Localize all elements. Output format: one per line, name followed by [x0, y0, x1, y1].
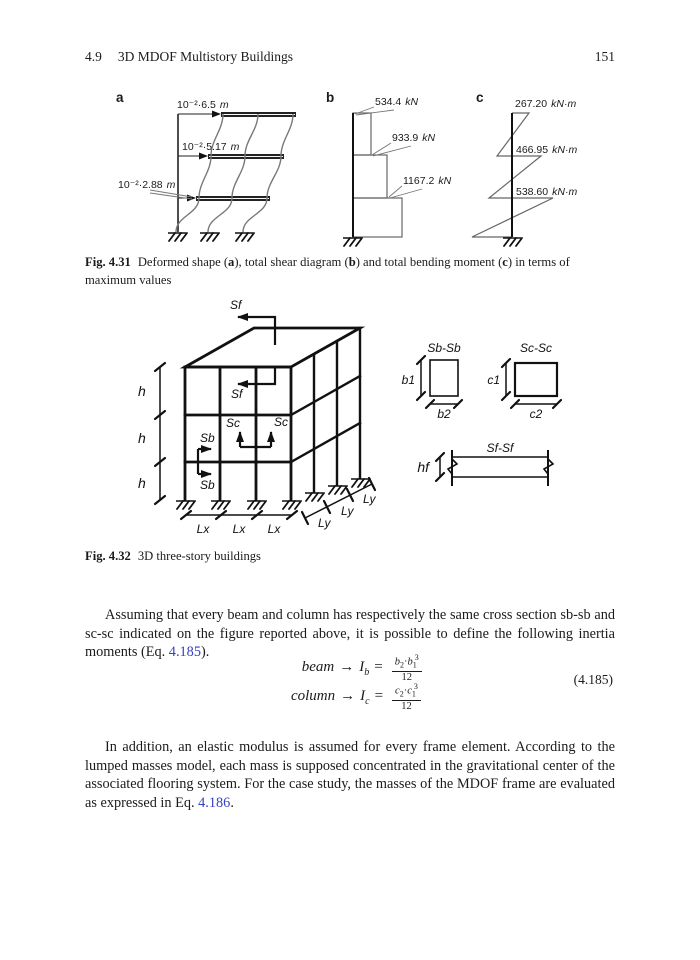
- section-number: 4.9: [85, 49, 102, 64]
- panel-b-letter: b: [326, 90, 334, 105]
- fig-4-32-caption-label: Fig. 4.32: [85, 549, 131, 563]
- lx-label-3: Lx: [268, 522, 282, 536]
- building-frame: [175, 326, 371, 510]
- b1-label: b1: [402, 373, 415, 387]
- ly-label-3: Ly: [363, 492, 376, 506]
- floor-section-sf: Sf-Sf hf: [417, 441, 555, 486]
- building-front-face: [183, 365, 293, 502]
- deformed-columns: [175, 113, 294, 233]
- eq-4-186-link[interactable]: 4.186: [198, 794, 231, 811]
- sb-section-title: Sb-Sb: [427, 341, 461, 355]
- eq-4-185-link[interactable]: 4.185: [168, 644, 201, 661]
- ly-label-1: Ly: [318, 516, 331, 530]
- paragraph-inertia-moments: Assuming that every beam and column has …: [85, 607, 615, 661]
- panel-a-letter: a: [116, 90, 124, 105]
- column-section-sc: Sc-Sc c1 c2: [487, 341, 563, 421]
- arrow-symbol: →: [340, 688, 356, 704]
- building-side-face: [289, 326, 362, 494]
- equation-number: (4.185): [573, 672, 613, 687]
- section-title: 3D MDOF Multistory Buildings: [117, 49, 294, 64]
- fig-4-32-diagram: Sf Sf Sc Sc Sb Sb h h h: [138, 298, 563, 536]
- sb-top-label: Sb: [200, 431, 215, 445]
- lx-dimension: Lx Lx Lx: [179, 509, 299, 536]
- lx-label-1: Lx: [197, 522, 211, 536]
- sf-inner-label: Sf: [231, 387, 244, 401]
- sc-section-title: Sc-Sc: [520, 341, 552, 355]
- c1-label: c1: [487, 373, 500, 387]
- building-roof: [179, 326, 366, 369]
- sf-top-label: Sf: [230, 298, 243, 312]
- page-header: 4.9 3D MDOF Multistory Buildings 151: [85, 49, 615, 65]
- height-dimension: h h h: [138, 361, 167, 506]
- hf-label: hf: [417, 459, 431, 475]
- page-number: 151: [594, 49, 615, 64]
- lx-label-2: Lx: [233, 522, 247, 536]
- force-arrows: Sf Sf Sc Sc Sb Sb: [196, 298, 288, 492]
- panel-c-letter: c: [476, 90, 484, 105]
- sb-bottom-label: Sb: [200, 478, 215, 492]
- ly-label-2: Ly: [341, 504, 354, 518]
- h-label-3: h: [138, 475, 146, 491]
- sc-left-label: Sc: [226, 416, 240, 430]
- arrow-symbol: →: [339, 659, 355, 675]
- b2-label: b2: [437, 407, 451, 421]
- beam-section-sb: Sb-Sb b1 b2: [402, 341, 464, 421]
- sf-section-title: Sf-Sf: [487, 441, 515, 455]
- c2-label: c2: [530, 407, 543, 421]
- paragraph-lumped-masses: In addition, an elastic modulus is assum…: [85, 739, 615, 811]
- fig-4-31-caption-label: Fig. 4.31: [85, 255, 131, 269]
- sc-right-label: Sc: [274, 415, 288, 429]
- ly-dimension: Ly Ly Ly: [300, 476, 376, 530]
- h-label-1: h: [138, 383, 146, 399]
- h-label-2: h: [138, 430, 146, 446]
